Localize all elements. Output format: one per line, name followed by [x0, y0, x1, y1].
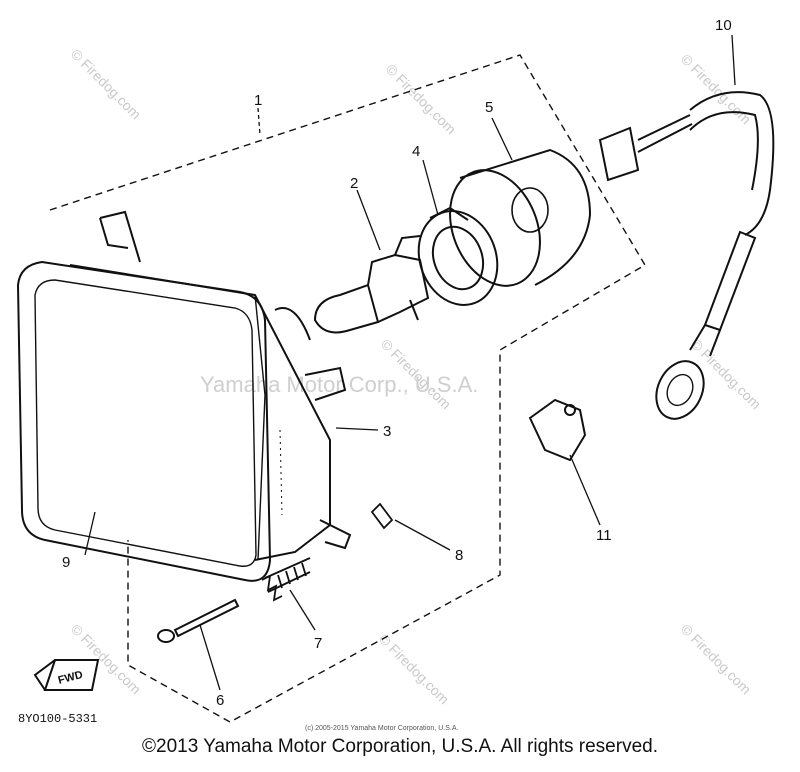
- callout-10: 10: [715, 17, 732, 34]
- small-copyright: (c) 2005-2015 Yamaha Motor Corporation, …: [305, 725, 458, 732]
- callout-11: 11: [596, 527, 612, 544]
- callout-1: 1: [254, 92, 262, 109]
- watermark-site-7: © Firedog.com: [678, 621, 754, 697]
- callout-9: 9: [62, 554, 70, 571]
- clamp: [528, 398, 587, 462]
- bolt: [157, 598, 240, 643]
- leader-lines: [84, 34, 736, 691]
- wire-harness: [598, 91, 775, 420]
- watermark-site-6: © Firedog.com: [376, 631, 452, 707]
- adjuster-screw: [370, 502, 394, 530]
- watermark-site-2: © Firedog.com: [383, 61, 459, 137]
- copyright-notice: ©2013 Yamaha Motor Corporation, U.S.A. A…: [142, 736, 658, 757]
- callout-6: 6: [216, 692, 224, 709]
- rubber-boot: [449, 148, 592, 287]
- rim: [16, 260, 272, 582]
- callout-3: 3: [383, 423, 391, 440]
- bulb: [313, 235, 430, 334]
- watermark-site-1: © Firedog.com: [68, 46, 144, 122]
- watermark-site-5: © Firedog.com: [68, 621, 144, 697]
- spring: [261, 557, 311, 602]
- diagram-code: 8YO100-5331: [18, 712, 97, 726]
- assembly-outline: [49, 54, 646, 723]
- watermark-corp: Yamaha Motor Corp., U.S.A.: [200, 372, 478, 397]
- callout-numbers: 1 2 3 4 5 6 7 8 9 10 11: [62, 17, 732, 709]
- fwd-arrow: FWD: [33, 659, 100, 691]
- socket-ring: [417, 206, 499, 306]
- callout-5: 5: [485, 99, 493, 116]
- callout-4: 4: [412, 143, 420, 160]
- fwd-label: FWD: [57, 669, 84, 687]
- callout-2: 2: [350, 175, 358, 192]
- callout-8: 8: [455, 547, 463, 564]
- callout-7: 7: [314, 635, 322, 652]
